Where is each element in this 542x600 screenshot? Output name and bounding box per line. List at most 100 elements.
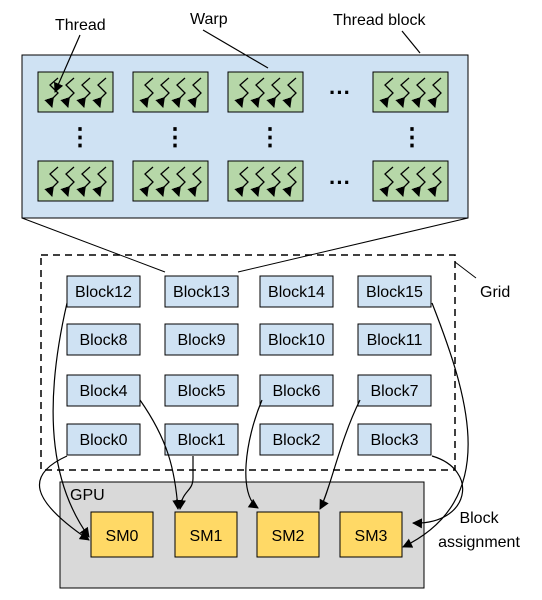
warp (37, 71, 114, 113)
thread-arrow-icon (155, 77, 170, 108)
arrow-block7-sm2 (319, 399, 361, 510)
block-label: Block8 (79, 332, 127, 349)
warp (372, 71, 449, 113)
arrow-block4-sm1 (139, 399, 183, 510)
block-label: Block1 (177, 432, 225, 449)
zoom-line-right (237, 217, 469, 273)
warp (227, 160, 304, 202)
thread-arrow-icon (234, 77, 249, 108)
arrow-block6-sm2 (245, 399, 263, 509)
thread-arrow-icon (427, 166, 442, 197)
block-label: Block5 (177, 383, 225, 400)
block-label: Block2 (272, 432, 320, 449)
thread-arrow-icon (139, 77, 154, 108)
thread-arrow-icon (171, 166, 186, 197)
thread-arrow-icon (155, 166, 170, 197)
block-label: Block14 (268, 284, 325, 301)
arrow-block15-sm3 (402, 302, 469, 548)
block-label: Block0 (79, 432, 127, 449)
block-label: Block9 (177, 332, 225, 349)
block-label: Block3 (370, 432, 418, 449)
sm-label: SM3 (355, 528, 388, 545)
warp-label: Warp (190, 11, 228, 28)
thread-arrow-icon (44, 166, 59, 197)
block-box (66, 374, 141, 407)
thread-arrow-icon (60, 166, 75, 197)
warp (132, 160, 209, 202)
block-label: Block11 (367, 332, 423, 349)
ellipsis-row2: ··· (329, 170, 351, 195)
block-box (259, 423, 334, 456)
vertical-ellipsis-4: ⋮ (400, 124, 424, 151)
sm-box (339, 511, 403, 558)
block-box (164, 275, 239, 308)
block-label: Block6 (272, 383, 320, 400)
thread-arrow-icon (427, 77, 442, 108)
block-box (357, 323, 432, 356)
thread-block-label: Thread block (333, 12, 426, 29)
grid-pointer (454, 261, 477, 279)
assignment-arrows (38, 302, 469, 548)
block-assignment-label-line1: Block (459, 510, 499, 527)
block-box (357, 374, 432, 407)
sm-label: SM2 (272, 528, 305, 545)
thread-arrow-icon (92, 77, 107, 108)
vertical-ellipsis-1: ⋮ (68, 124, 92, 151)
grid-outline (40, 254, 456, 471)
block-box (66, 323, 141, 356)
arrow-block0-sm0 (38, 455, 90, 541)
arrow-block1-sm1 (175, 456, 194, 510)
grid-label: Grid (480, 284, 510, 301)
block-box (259, 374, 334, 407)
thread-arrow-icon (60, 77, 75, 108)
thread-arrow-icon (282, 166, 297, 197)
warp-grid (37, 71, 449, 202)
gpu-label: GPU (70, 487, 105, 504)
thread-arrow-icon (250, 77, 265, 108)
thread-arrow-icon (171, 77, 186, 108)
sm-label: SM0 (106, 528, 139, 545)
thread-arrow-icon (187, 77, 202, 108)
vertical-ellipsis-3: ⋮ (258, 124, 282, 151)
warp (372, 160, 449, 202)
block-box (357, 423, 432, 456)
block-label: Block7 (370, 383, 418, 400)
block-box (259, 275, 334, 308)
thread-arrow-icon (379, 77, 394, 108)
thread-arrow-icon (44, 77, 59, 108)
block-label: Block13 (173, 284, 230, 301)
vertical-ellipsis-2: ⋮ (163, 124, 187, 151)
thread-label: Thread (55, 17, 106, 34)
block-box (164, 374, 239, 407)
block-box (164, 423, 239, 456)
zoom-line-left (21, 217, 166, 273)
thread-arrow-icon (139, 166, 154, 197)
warp (37, 160, 114, 202)
sm-box (174, 511, 238, 558)
block-box (259, 323, 334, 356)
thread-arrow-icon (266, 166, 281, 197)
thread-arrow-icon (92, 166, 107, 197)
sm-row: SM0 SM1 SM2 SM3 (90, 511, 403, 558)
thread-arrow-icon (282, 77, 297, 108)
sm-box (256, 511, 320, 558)
thread-arrow-icon (234, 166, 249, 197)
warp (132, 71, 209, 113)
sm-label: SM1 (190, 528, 223, 545)
thread-arrow-icon (395, 166, 410, 197)
thread-arrow-icon (395, 77, 410, 108)
thread-arrow-icon (266, 77, 281, 108)
block-box (66, 423, 141, 456)
thread-arrow-icon (379, 166, 394, 197)
thread-arrow-icon (250, 166, 265, 197)
ellipsis-row1: ··· (329, 80, 351, 105)
thread-arrow-icon (187, 166, 202, 197)
thread-arrow-icon (76, 166, 91, 197)
arrow-block3-sm3 (412, 455, 464, 529)
block-label: Block10 (268, 332, 325, 349)
thread-block-pointer (401, 30, 421, 54)
warp-pointer (202, 29, 269, 69)
block-label: Block12 (75, 284, 132, 301)
